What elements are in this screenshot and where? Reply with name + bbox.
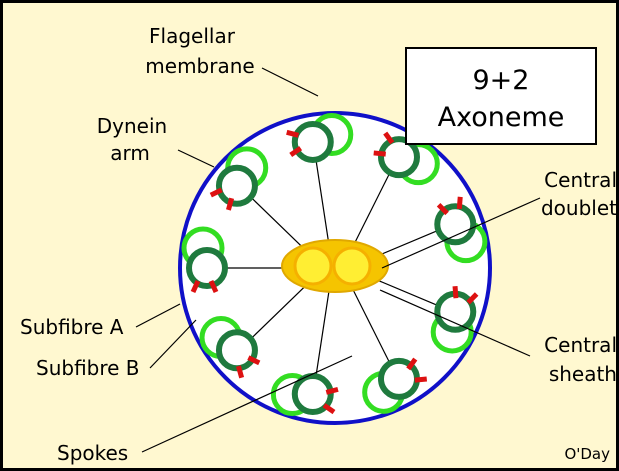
- dynein-arm: [287, 132, 299, 135]
- dynein-arm: [228, 198, 231, 210]
- label-subfibre-b: Subfibre B: [36, 356, 140, 380]
- central-microtubule-left: [295, 248, 331, 284]
- title-line-2: Axoneme: [438, 102, 565, 133]
- label-central-sheath-2: sheath: [549, 362, 617, 386]
- dynein-arm: [455, 286, 456, 298]
- subfibre-a-ring: [219, 168, 255, 204]
- subfibre-a-ring: [189, 250, 225, 286]
- title-line-1: 9+2: [473, 65, 530, 96]
- dynein-arm: [326, 389, 338, 392]
- label-spokes: Spokes: [57, 441, 128, 465]
- subfibre-a-ring: [295, 124, 331, 160]
- dynein-arm: [459, 197, 460, 209]
- label-flagellar: Flagellar: [149, 24, 236, 48]
- label-central-doublet-2: doublet: [541, 196, 617, 220]
- dynein-arm: [374, 153, 386, 154]
- doublet: [273, 376, 338, 414]
- credit-text: O'Day: [564, 445, 610, 463]
- subfibre-a-ring: [437, 294, 473, 330]
- label-membrane: membrane: [145, 54, 254, 78]
- label-central-doublet-1: Central: [544, 168, 617, 192]
- dynein-arm: [238, 366, 241, 378]
- label-subfibre-a: Subfibre A: [20, 315, 124, 339]
- central-microtubule-right: [334, 248, 370, 284]
- label-dynein: Dynein: [97, 114, 167, 138]
- dynein-arm: [415, 379, 427, 380]
- label-arm: arm: [110, 141, 150, 165]
- subfibre-a-ring: [219, 332, 255, 368]
- label-central-sheath-1: Central: [544, 333, 617, 357]
